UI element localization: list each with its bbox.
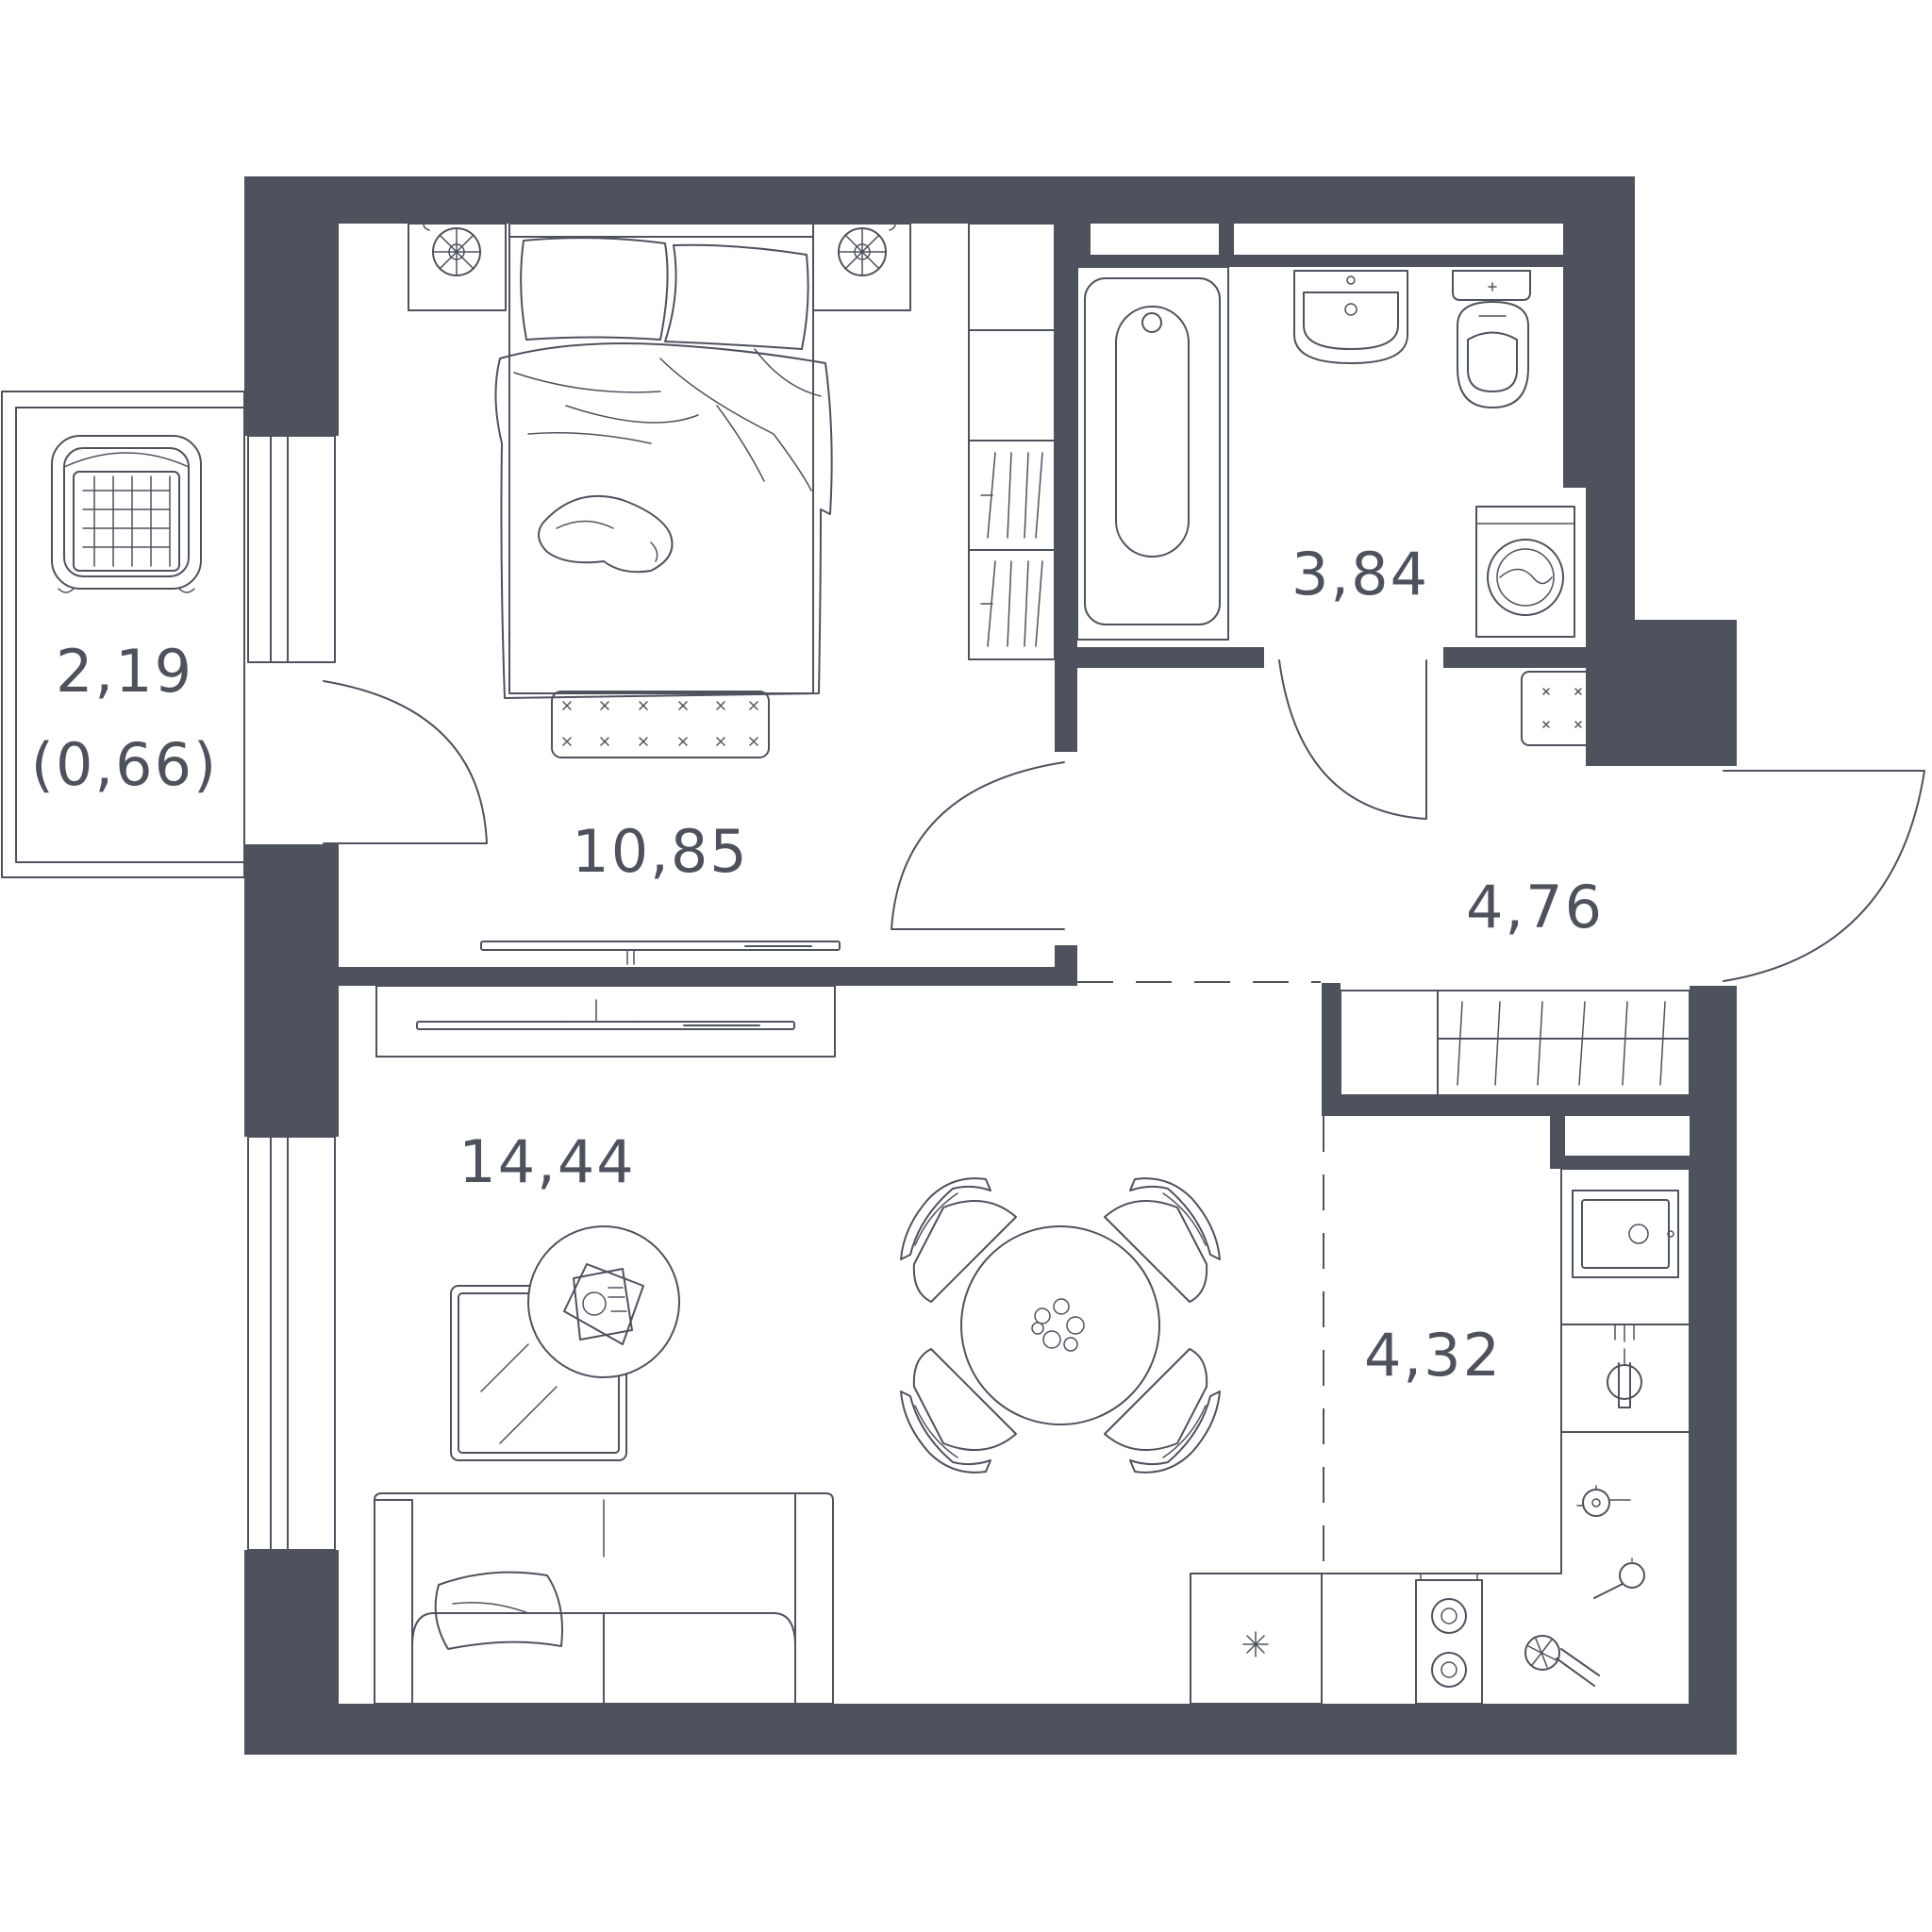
hallway-mat <box>1521 671 1641 746</box>
laundry-basket-icon <box>51 435 202 593</box>
kitchen-area-label: 4,32 <box>1364 1321 1502 1390</box>
coffee-table <box>527 1225 680 1378</box>
living-furniture <box>374 985 1221 1705</box>
bed-headboard <box>508 223 814 238</box>
lamp-left-icon <box>423 220 481 276</box>
nightstand-left <box>408 223 507 311</box>
bedroom-furniture <box>408 220 1056 965</box>
kettle-icon <box>1576 1485 1631 1517</box>
wall-bedroom-right <box>1055 224 1077 752</box>
bathtub-outline <box>1076 266 1229 641</box>
chair-top-left <box>900 1177 1017 1303</box>
wall-bottom <box>244 1704 1737 1755</box>
tv-bedroom-icon <box>480 941 841 965</box>
balcony-reduced-area-label: (0,66) <box>31 730 218 799</box>
fridge <box>1190 1573 1323 1705</box>
tv-stand <box>375 985 836 1058</box>
toilet-icon <box>1452 270 1531 408</box>
balcony-inner <box>15 407 245 863</box>
balcony <box>1 391 245 878</box>
kitchen-sink-icon <box>1572 1190 1679 1278</box>
door-bedroom <box>891 761 1065 930</box>
area-labels: 2,19 (0,66) 10,85 3,84 4,76 14,44 4,32 <box>31 540 1604 1390</box>
bathroom-area-label: 3,84 <box>1291 540 1429 608</box>
kitchen-counter-right <box>1190 1168 1690 1705</box>
wall-right-lower <box>1690 986 1737 1755</box>
kitchen-furniture <box>1190 1168 1690 1705</box>
sink-icon <box>1293 270 1408 364</box>
wall-bath-right-3 <box>1574 224 1586 488</box>
stove-icon <box>1415 1573 1483 1705</box>
hallway-wardrobe <box>1340 990 1690 1096</box>
coffee-machine-icon <box>1607 1324 1642 1408</box>
living-room-area-label: 14,44 <box>458 1127 636 1196</box>
wall-left-stub <box>244 844 271 863</box>
wall-hall-stub <box>1055 945 1077 986</box>
duvet <box>494 342 833 699</box>
walls <box>244 176 1737 1755</box>
chair-bottom-right <box>1104 1348 1221 1474</box>
wall-storage-bottom <box>1322 1095 1690 1116</box>
dining-table <box>960 1225 1160 1425</box>
wall-right-upper <box>1586 176 1635 620</box>
wall-bedroom-living <box>339 967 1073 986</box>
wall-bath-bottom-1 <box>1055 647 1264 668</box>
hallway-furniture <box>1340 671 1690 1096</box>
door-entrance <box>1723 770 1925 982</box>
washing-machine-icon <box>1475 506 1575 638</box>
bed-frame <box>508 236 814 694</box>
bathtub-rim <box>1084 277 1221 625</box>
hallway-area-label: 4,76 <box>1466 873 1604 941</box>
magazines-icon <box>563 1263 644 1345</box>
wall-bath-shelf <box>1077 255 1568 267</box>
bathtub-drain-icon <box>1141 312 1162 333</box>
cat-icon <box>538 494 674 574</box>
bedroom-rug <box>551 691 770 758</box>
window-living <box>247 1136 336 1551</box>
door-balcony <box>323 680 488 844</box>
sofa-pillow <box>434 1571 563 1650</box>
windows <box>247 435 336 1551</box>
wall-storage-left <box>1322 983 1341 1099</box>
chair-bottom-left <box>900 1348 1017 1474</box>
bathroom-fixtures <box>1076 266 1575 641</box>
balcony-outline <box>1 391 245 878</box>
wall-top <box>244 176 1635 224</box>
pillow-left <box>520 237 669 341</box>
tv-living-icon <box>416 999 795 1030</box>
wall-left-1 <box>244 176 339 436</box>
vegetables-icon <box>1524 1635 1600 1687</box>
balcony-area-label: 2,19 <box>56 637 193 706</box>
rug-pattern <box>562 701 758 746</box>
chair-top-right <box>1104 1177 1221 1303</box>
window-bedroom <box>247 435 336 663</box>
wall-bath-right-1 <box>1563 224 1574 476</box>
door-bathroom <box>1278 659 1427 820</box>
flowers-icon <box>1031 1298 1085 1352</box>
pillow-right <box>664 243 809 350</box>
lamp-right-icon <box>838 220 896 276</box>
bathtub-basin <box>1115 306 1190 558</box>
bedroom-area-label: 10,85 <box>572 817 749 886</box>
fridge-icon <box>1242 1631 1269 1657</box>
doors <box>323 659 1925 1574</box>
wall-left-2 <box>244 844 339 1137</box>
frying-pan-icon <box>1593 1557 1645 1599</box>
wall-bath-bottom-2 <box>1443 647 1586 668</box>
sofa-icon <box>374 1492 834 1705</box>
wall-kitchen-niche-b <box>1550 1156 1690 1169</box>
